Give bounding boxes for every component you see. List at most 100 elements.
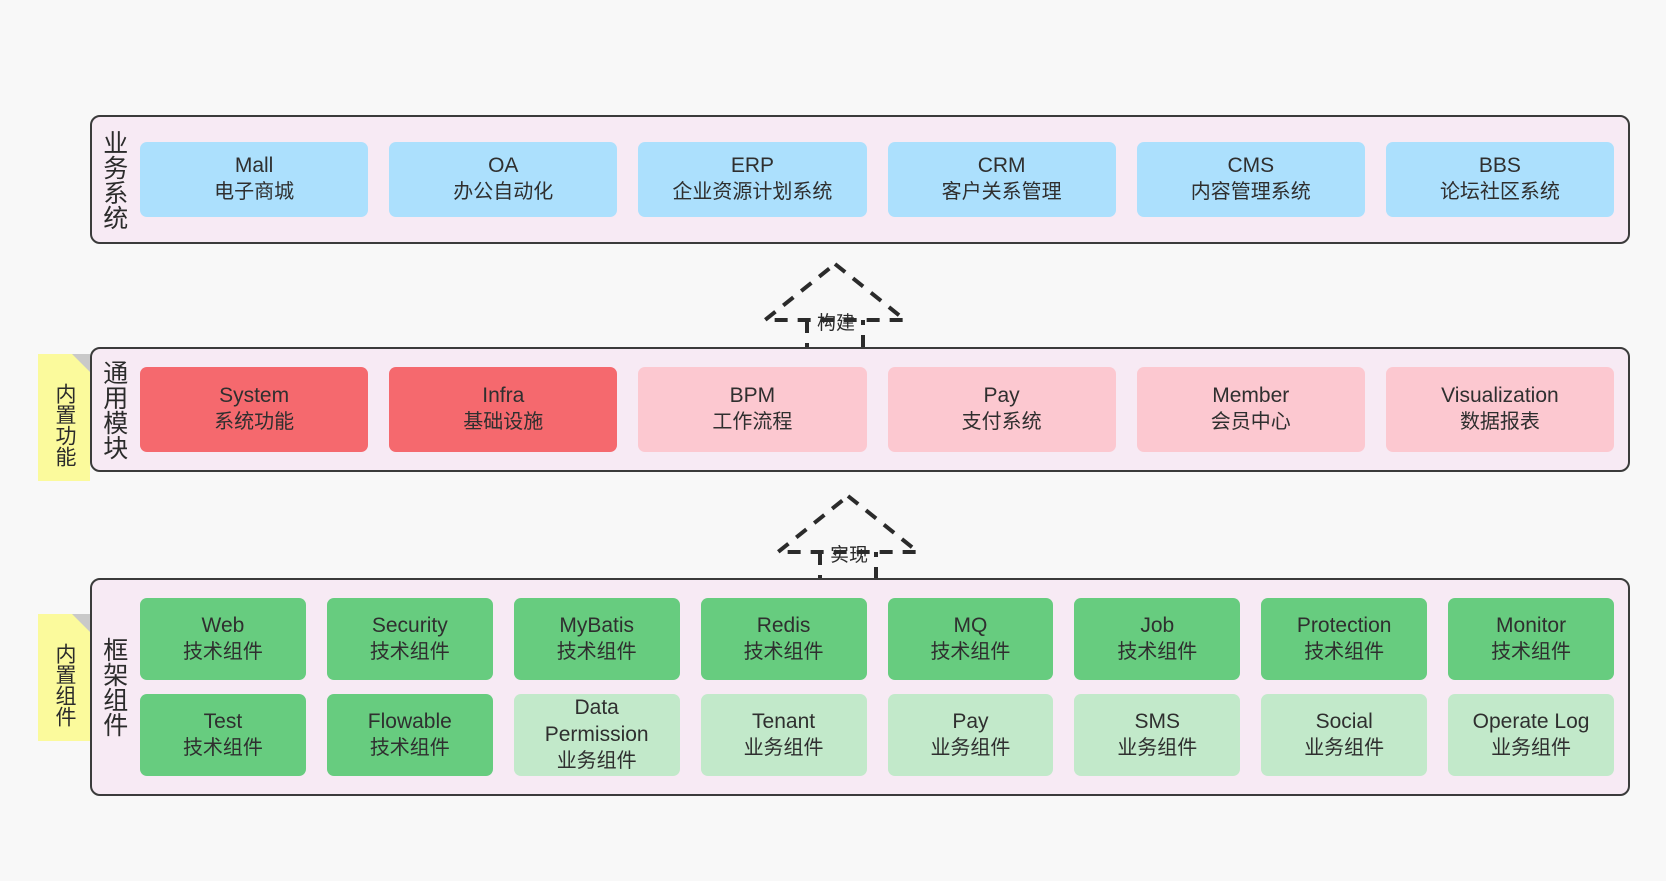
- node-title: Redis: [756, 613, 811, 637]
- node-operate-log[interactable]: Operate Log 业务组件: [1448, 694, 1614, 776]
- node-subtitle: 业务组件: [930, 736, 1011, 759]
- node-title: CMS: [1227, 154, 1275, 178]
- node-mybatis[interactable]: MyBatis 技术组件: [513, 598, 680, 680]
- node-subtitle: 业务组件: [743, 736, 824, 759]
- node-title: BPM: [729, 384, 776, 408]
- node-title: BBS: [1478, 154, 1521, 178]
- node-subtitle: 业务组件: [1491, 736, 1572, 759]
- node-title: Social: [1315, 709, 1373, 733]
- node-mall[interactable]: Mall 电子商城: [140, 142, 369, 217]
- node-subtitle: 内容管理系统: [1190, 181, 1311, 204]
- folded-corner-icon: [72, 614, 90, 632]
- node-title: Mall: [234, 154, 274, 178]
- node-crm[interactable]: CRM 客户关系管理: [887, 142, 1116, 217]
- node-subtitle: 工作流程: [712, 411, 793, 434]
- node-title: Test: [203, 709, 243, 733]
- node-title: ERP: [730, 154, 775, 178]
- node-row: Mall 电子商城 OA 办公自动化 ERP 企业资源计划系统 CRM 客户关系…: [140, 142, 1615, 217]
- layer-business-systems-label: 业务系统: [99, 129, 128, 230]
- node-web[interactable]: Web 技术组件: [140, 598, 306, 680]
- node-title: Protection: [1296, 613, 1392, 637]
- layer-common-modules-label: 通用模块: [99, 359, 128, 460]
- layer-framework-components-label: 框架组件: [99, 637, 128, 737]
- node-title: Member: [1212, 384, 1290, 408]
- connector-implement-arrow-icon: [772, 493, 924, 586]
- node-redis[interactable]: Redis 技术组件: [700, 598, 867, 680]
- connector-build-label: 构建: [817, 313, 856, 334]
- layer-common-modules: 通用模块 System 系统功能 Infra 基础设施 BPM 工作流程 Pay…: [90, 347, 1630, 472]
- node-security[interactable]: Security 技术组件: [326, 598, 493, 680]
- node-subtitle: 业务组件: [1304, 736, 1385, 759]
- node-title: Job: [1140, 613, 1175, 637]
- connector-build-arrow-icon: [759, 261, 911, 354]
- node-title: Monitor: [1496, 613, 1567, 637]
- sticky-note-label: 内置组件: [53, 642, 77, 727]
- node-subtitle: 办公自动化: [453, 181, 554, 204]
- node-title: Data Permission: [544, 696, 649, 747]
- node-title: Pay: [983, 384, 1020, 408]
- node-subtitle: 技术组件: [369, 736, 450, 759]
- node-sms[interactable]: SMS 业务组件: [1074, 694, 1241, 776]
- layer-common-modules-body: System 系统功能 Infra 基础设施 BPM 工作流程 Pay 支付系统…: [134, 349, 1628, 470]
- connector-implement-label: 实现: [830, 545, 869, 566]
- node-title: Pay: [952, 709, 989, 733]
- connector-build: 构建: [755, 258, 915, 356]
- folded-corner-icon: [72, 354, 90, 372]
- node-mq[interactable]: MQ 技术组件: [887, 598, 1054, 680]
- node-subtitle: 支付系统: [961, 411, 1042, 434]
- node-title: Security: [371, 613, 448, 637]
- layer-framework-components: 框架组件 Web 技术组件 Security 技术组件 MyBatis 技术组件…: [90, 578, 1630, 796]
- node-subtitle: 业务组件: [556, 750, 637, 773]
- node-infra[interactable]: Infra 基础设施: [389, 367, 618, 452]
- node-monitor[interactable]: Monitor 技术组件: [1448, 598, 1614, 680]
- node-subtitle: 客户关系管理: [941, 181, 1062, 204]
- node-title: OA: [488, 154, 519, 178]
- node-subtitle: 技术组件: [1304, 640, 1385, 663]
- node-subtitle: 技术组件: [369, 640, 450, 663]
- node-oa[interactable]: OA 办公自动化: [389, 142, 618, 217]
- layer-business-systems-body: Mall 电子商城 OA 办公自动化 ERP 企业资源计划系统 CRM 客户关系…: [134, 117, 1628, 242]
- node-row: Test 技术组件 Flowable 技术组件 Data Permission …: [140, 694, 1614, 776]
- node-row: Web 技术组件 Security 技术组件 MyBatis 技术组件 Redi…: [140, 598, 1614, 680]
- node-subtitle: 系统功能: [214, 411, 295, 434]
- node-subtitle: 论坛社区系统: [1439, 181, 1560, 204]
- node-title: CRM: [977, 154, 1026, 178]
- node-subtitle: 技术组件: [930, 640, 1011, 663]
- node-row: System 系统功能 Infra 基础设施 BPM 工作流程 Pay 支付系统…: [140, 367, 1615, 452]
- node-job[interactable]: Job 技术组件: [1074, 598, 1241, 680]
- node-title: System: [219, 384, 290, 408]
- node-subtitle: 电子商城: [214, 181, 295, 204]
- node-social[interactable]: Social 业务组件: [1261, 694, 1428, 776]
- node-title: Visualization: [1441, 384, 1559, 408]
- node-subtitle: 技术组件: [1491, 640, 1572, 663]
- node-subtitle: 会员中心: [1210, 411, 1291, 434]
- node-title: MQ: [953, 613, 988, 637]
- node-pay-component[interactable]: Pay 业务组件: [887, 694, 1054, 776]
- node-flowable[interactable]: Flowable 技术组件: [326, 694, 493, 776]
- node-subtitle: 业务组件: [1117, 736, 1198, 759]
- node-subtitle: 数据报表: [1459, 411, 1540, 434]
- node-subtitle: 基础设施: [463, 411, 544, 434]
- node-system[interactable]: System 系统功能: [140, 367, 369, 452]
- node-bpm[interactable]: BPM 工作流程: [638, 367, 867, 452]
- node-subtitle: 技术组件: [182, 736, 263, 759]
- node-title: Web: [201, 613, 245, 637]
- layer-framework-components-body: Web 技术组件 Security 技术组件 MyBatis 技术组件 Redi…: [134, 580, 1628, 794]
- node-subtitle: 技术组件: [182, 640, 263, 663]
- node-subtitle: 技术组件: [556, 640, 637, 663]
- node-subtitle: 企业资源计划系统: [672, 181, 833, 204]
- node-bbs[interactable]: BBS 论坛社区系统: [1385, 142, 1615, 217]
- node-cms[interactable]: CMS 内容管理系统: [1136, 142, 1365, 217]
- node-title: SMS: [1134, 709, 1181, 733]
- node-test[interactable]: Test 技术组件: [140, 694, 306, 776]
- node-pay-module[interactable]: Pay 支付系统: [887, 367, 1116, 452]
- node-visualization[interactable]: Visualization 数据报表: [1385, 367, 1615, 452]
- node-erp[interactable]: ERP 企业资源计划系统: [638, 142, 867, 217]
- node-title: Tenant: [752, 709, 816, 733]
- node-protection[interactable]: Protection 技术组件: [1261, 598, 1428, 680]
- node-member[interactable]: Member 会员中心: [1136, 367, 1365, 452]
- node-data-permission[interactable]: Data Permission 业务组件: [513, 694, 680, 776]
- node-tenant[interactable]: Tenant 业务组件: [700, 694, 867, 776]
- connector-implement: 实现: [768, 490, 928, 588]
